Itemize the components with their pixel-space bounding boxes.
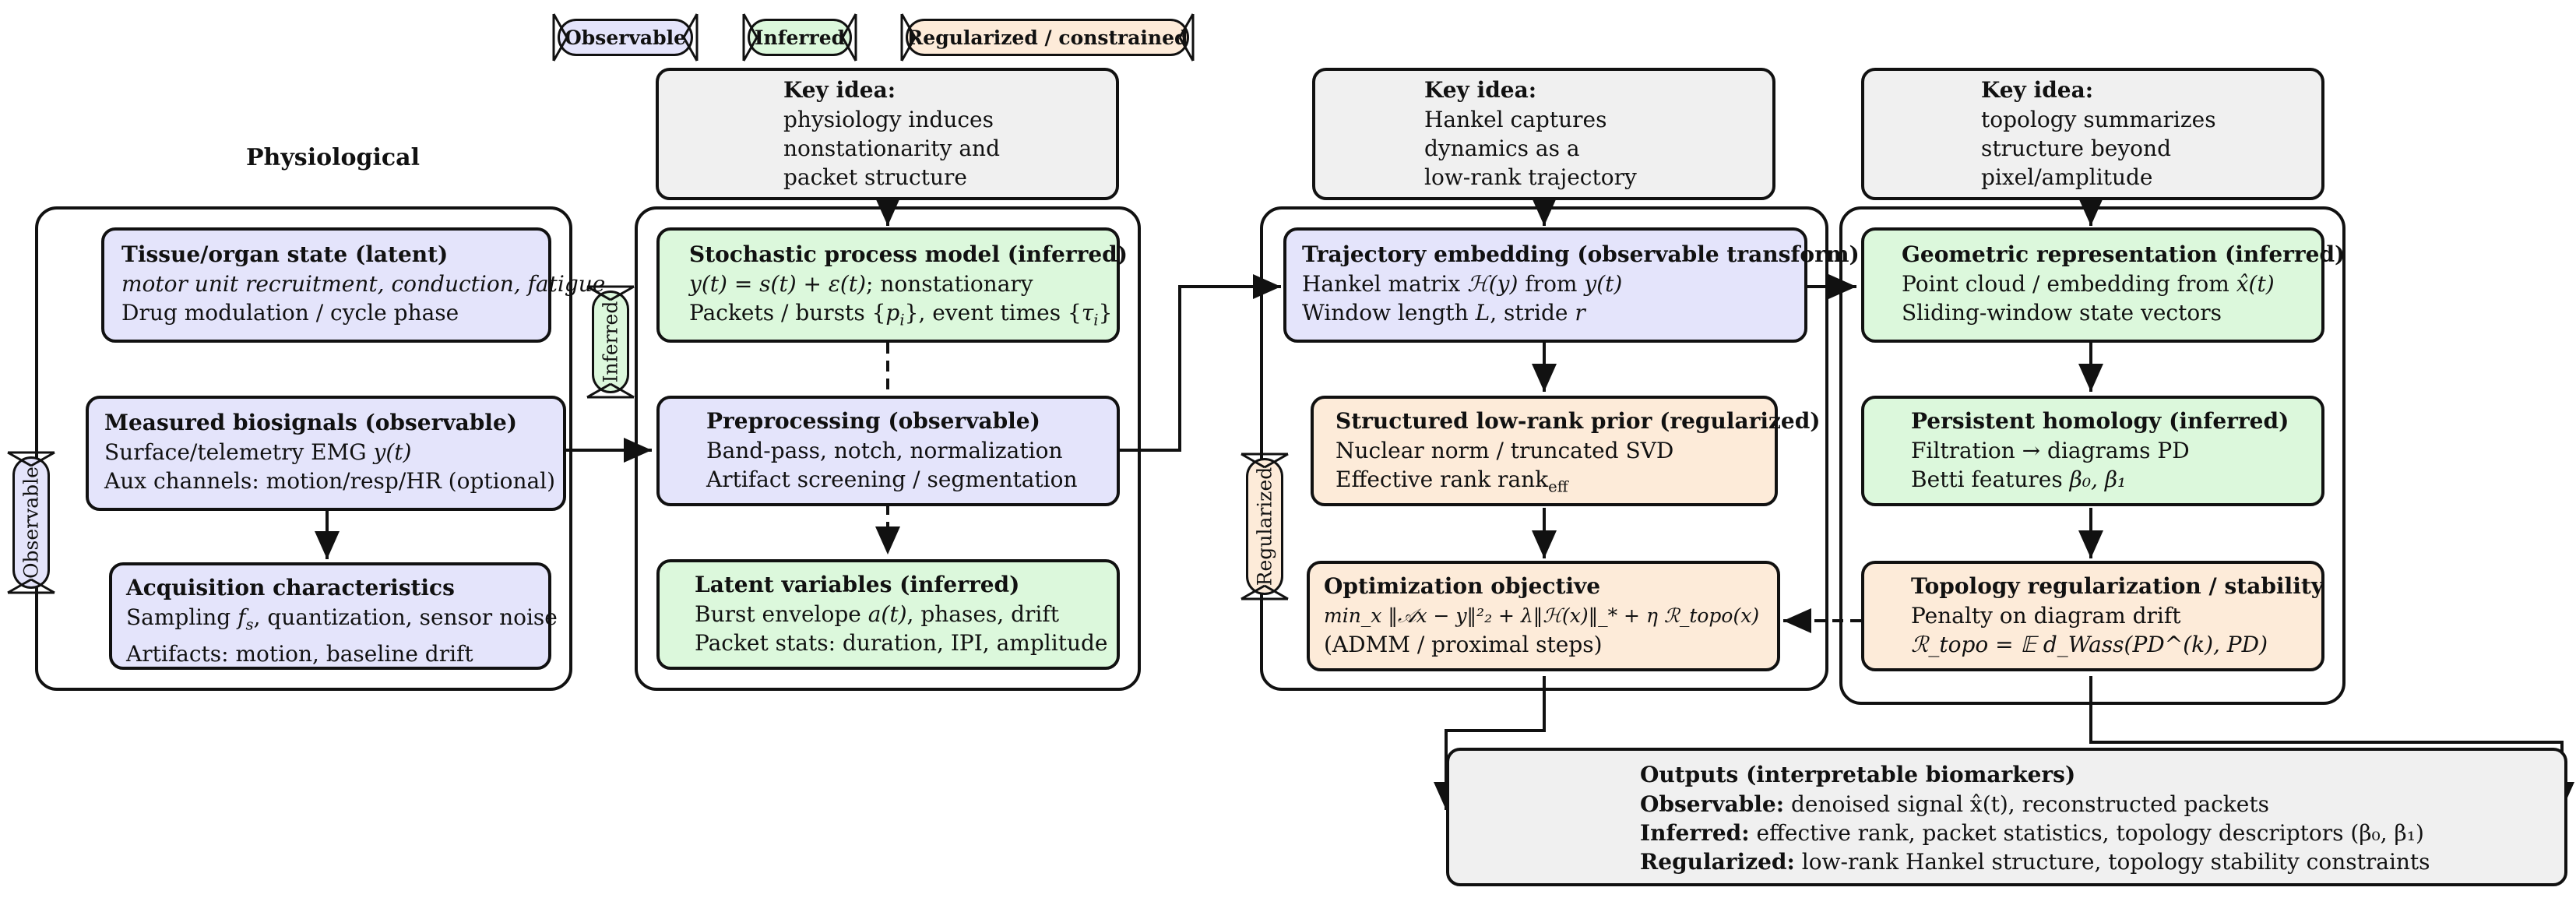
persistent-homology-line1: Filtration → diagrams PD [1911, 438, 2190, 463]
measured-biosignals-box: Measured biosignals (observable) Surface… [86, 396, 566, 511]
preprocessing-title: Preprocessing (observable) [706, 408, 1040, 434]
geometric-representation-title: Geometric representation (inferred) [1902, 241, 2345, 267]
key-idea-line: structure beyond [1981, 136, 2171, 161]
acquisition-title: Acquisition characteristics [126, 575, 455, 600]
low-rank-prior-line1: Nuclear norm / truncated SVD [1336, 438, 1674, 463]
measured-biosignals-line2: Aux channels: motion/resp/HR (optional) [104, 468, 556, 494]
low-rank-prior-title: Structured low-rank prior (regularized) [1336, 408, 1821, 434]
geometric-representation-box: Geometric representation (inferred) Poin… [1861, 227, 2345, 343]
arrow-preprocessing-to-trajectory [1119, 274, 1281, 452]
key-idea-hankel: Key idea: Hankel captures dynamics as a … [1312, 68, 1775, 200]
optimization-objective-line1: min_x ‖𝒜x − y‖²₂ + λ‖ℋ(x)‖_* + η ℛ_topo(… [1324, 604, 1760, 627]
legend-observable-label: Observable [558, 19, 693, 56]
latent-variables-title: Latent variables (inferred) [695, 572, 1020, 597]
stochastic-model-line1: y(t) = s(t) + ε(t); nonstationary [689, 271, 1033, 297]
latent-variables-box: Latent variables (inferred) Burst envelo… [656, 559, 1120, 670]
legend-regularized-label: Regularized / constrained [906, 19, 1189, 56]
tissue-state-line1: motor unit recruitment, conduction, fati… [121, 271, 606, 297]
side-tag-regularized: Regularized [1240, 452, 1290, 601]
stochastic-model-line2: Packets / bursts {pi}, event times {τi} [689, 300, 1113, 329]
key-idea-line: low-rank trajectory [1424, 164, 1637, 190]
measured-biosignals-title: Measured biosignals (observable) [104, 410, 518, 435]
persistent-homology-box: Persistent homology (inferred) Filtratio… [1861, 396, 2324, 506]
latent-variables-line2: Packet stats: duration, IPI, amplitude [695, 630, 1108, 656]
hankel-panel [1260, 206, 1828, 691]
legend-regularized: Regularized / constrained [899, 12, 1195, 62]
stochastic-model-box: Stochastic process model (inferred) y(t)… [656, 227, 1128, 343]
preprocessing-line1: Band-pass, notch, normalization [706, 438, 1063, 463]
preprocessing-line2: Artifact screening / segmentation [706, 467, 1078, 492]
outputs-row-inferred: Inferred: effective rank, packet statist… [1640, 820, 2424, 846]
tissue-state-line2: Drug modulation / cycle phase [121, 300, 459, 326]
side-tag-inferred: Inferred [586, 284, 635, 400]
key-idea-title: Key idea: [783, 77, 896, 103]
topology-regularization-box: Topology regularization / stability Pena… [1861, 561, 2324, 671]
key-idea-line: nonstationarity and [783, 136, 1000, 161]
key-idea-line: dynamics as a [1424, 136, 1580, 161]
outputs-row-regularized: Regularized: low-rank Hankel structure, … [1640, 849, 2430, 875]
trajectory-embedding-line2: Window length L, stride r [1302, 300, 1585, 326]
legend-inferred: Inferred [741, 12, 858, 62]
optimization-objective-box: Optimization objective min_x ‖𝒜x − y‖²₂ … [1307, 561, 1780, 671]
key-idea-line: physiology induces [783, 107, 994, 132]
preprocessing-box: Preprocessing (observable) Band-pass, no… [656, 396, 1120, 506]
acquisition-box: Acquisition characteristics Sampling fs,… [109, 562, 558, 670]
trajectory-embedding-title: Trajectory embedding (observable transfo… [1302, 241, 1860, 267]
tissue-state-box: Tissue/organ state (latent) motor unit r… [101, 227, 606, 343]
side-tag-observable: Observable [6, 450, 56, 595]
acquisition-line1: Sampling fs, quantization, sensor noise [126, 604, 558, 634]
key-idea-physiology: Key idea: physiology induces nonstationa… [656, 68, 1119, 200]
measured-biosignals-line1: Surface/telemetry EMG y(t) [104, 439, 412, 465]
outputs-box: Outputs (interpretable biomarkers) Obser… [1446, 748, 2567, 886]
legend-inferred-label: Inferred [748, 19, 852, 56]
topology-regularization-line1: Penalty on diagram drift [1911, 603, 2181, 629]
outputs-row-observable: Observable: denoised signal x̂(t), recon… [1640, 791, 2269, 817]
topology-regularization-title: Topology regularization / stability [1911, 573, 2324, 599]
geometric-representation-line2: Sliding-window state vectors [1902, 300, 2222, 326]
key-idea-line: packet structure [783, 164, 967, 190]
optimization-objective-line2: (ADMM / proximal steps) [1324, 632, 1603, 657]
acquisition-line2: Artifacts: motion, baseline drift [126, 640, 473, 667]
geometric-representation-line1: Point cloud / embedding from x̂(t) [1902, 271, 2275, 297]
persistent-homology-line2: Betti features β₀, β₁ [1911, 467, 2127, 492]
tissue-state-title: Tissue/organ state (latent) [121, 241, 449, 267]
trajectory-embedding-box: Trajectory embedding (observable transfo… [1283, 227, 1860, 343]
key-idea-line: topology summarizes [1981, 107, 2216, 132]
latent-variables-line1: Burst envelope a(t), phases, drift [695, 601, 1059, 627]
topology-panel [1839, 206, 2345, 705]
physiological-heading: Physiological [246, 144, 420, 171]
key-idea-line: pixel/amplitude [1981, 164, 2153, 190]
low-rank-prior-line2: Effective rank rankeff [1336, 467, 1568, 496]
legend-observable: Observable [551, 12, 699, 62]
topology-regularization-line2: ℛ_topo = 𝔼 d_Wass(PD^(k), PD) [1911, 632, 2268, 657]
key-idea-title: Key idea: [1424, 77, 1537, 103]
low-rank-prior-box: Structured low-rank prior (regularized) … [1311, 396, 1821, 506]
stochastic-model-title: Stochastic process model (inferred) [689, 241, 1128, 267]
persistent-homology-title: Persistent homology (inferred) [1911, 408, 2289, 434]
key-idea-topology: Key idea: topology summarizes structure … [1861, 68, 2324, 200]
key-idea-line: Hankel captures [1424, 107, 1607, 132]
trajectory-embedding-line1: Hankel matrix ℋ(y) from y(t) [1302, 271, 1623, 297]
outputs-title: Outputs (interpretable biomarkers) [1640, 762, 2076, 787]
optimization-objective-title: Optimization objective [1324, 573, 1601, 599]
process-panel [635, 206, 1141, 691]
key-idea-title: Key idea: [1981, 77, 2094, 103]
physiological-panel [35, 206, 572, 691]
